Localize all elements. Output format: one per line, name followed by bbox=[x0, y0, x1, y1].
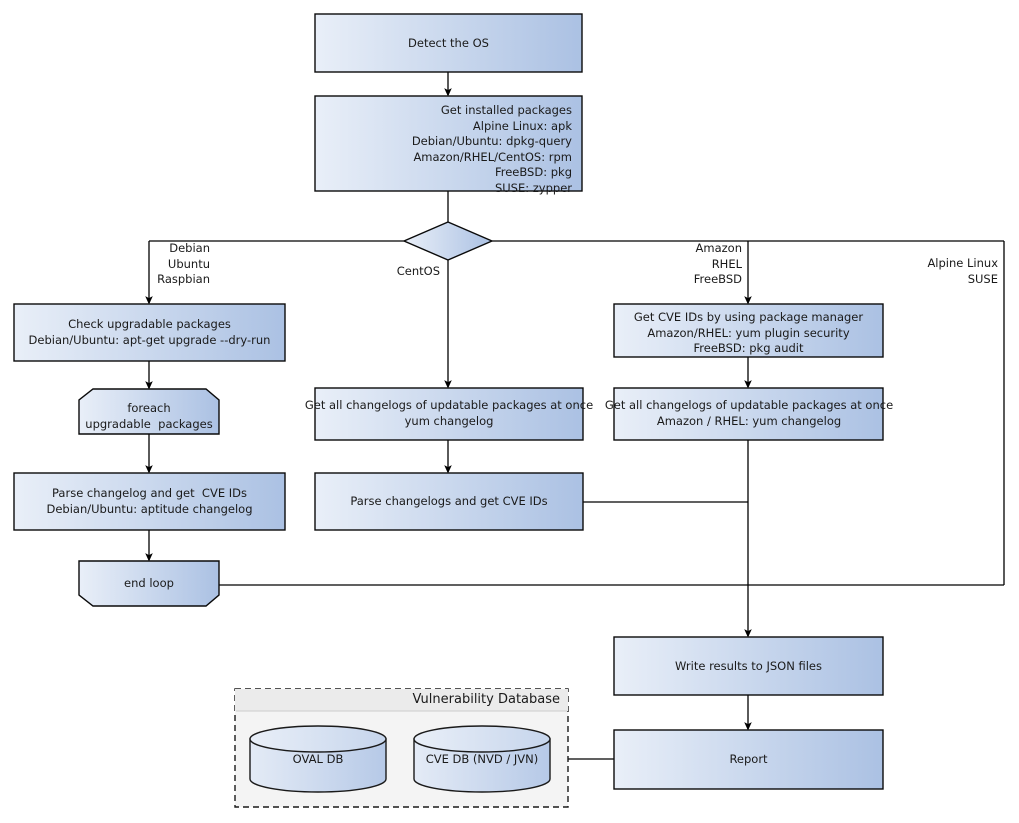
edge-label-alpine: Alpine Linux SUSE bbox=[927, 256, 998, 286]
node-report[interactable] bbox=[613, 729, 884, 790]
db-label-cve: CVE DB (NVD / JVN) bbox=[425, 752, 539, 766]
node-get-installed-packages[interactable] bbox=[314, 95, 583, 192]
node-get-cve-ids-pkgmgr[interactable] bbox=[613, 303, 884, 358]
db-cylinder-oval[interactable] bbox=[249, 725, 387, 793]
group-vulndb-title: Vulnerability Database bbox=[412, 692, 560, 707]
node-check-upgradable[interactable] bbox=[13, 303, 286, 362]
node-parse-changelogs-center[interactable] bbox=[314, 472, 584, 531]
node-end-loop[interactable] bbox=[78, 560, 220, 607]
node-write-json[interactable] bbox=[613, 636, 884, 696]
node-parse-changelog-left[interactable] bbox=[13, 472, 286, 531]
node-changelogs-right[interactable] bbox=[613, 387, 884, 441]
node-changelogs-center[interactable] bbox=[314, 387, 584, 441]
node-os-decision[interactable] bbox=[402, 221, 494, 261]
node-detect-os[interactable] bbox=[314, 13, 583, 73]
node-foreach-loop[interactable] bbox=[78, 388, 220, 435]
edge-label-debian: Debian Ubuntu Raspbian bbox=[157, 241, 210, 286]
edge-label-centos: CentOS bbox=[396, 264, 440, 278]
group-vulnerability-database bbox=[234, 688, 569, 808]
group-vulndb-header bbox=[235, 689, 568, 711]
db-cylinder-cve[interactable] bbox=[413, 725, 551, 793]
db-label-oval: OVAL DB bbox=[292, 752, 344, 766]
edge-label-amazon: Amazon RHEL FreeBSD bbox=[693, 241, 742, 286]
